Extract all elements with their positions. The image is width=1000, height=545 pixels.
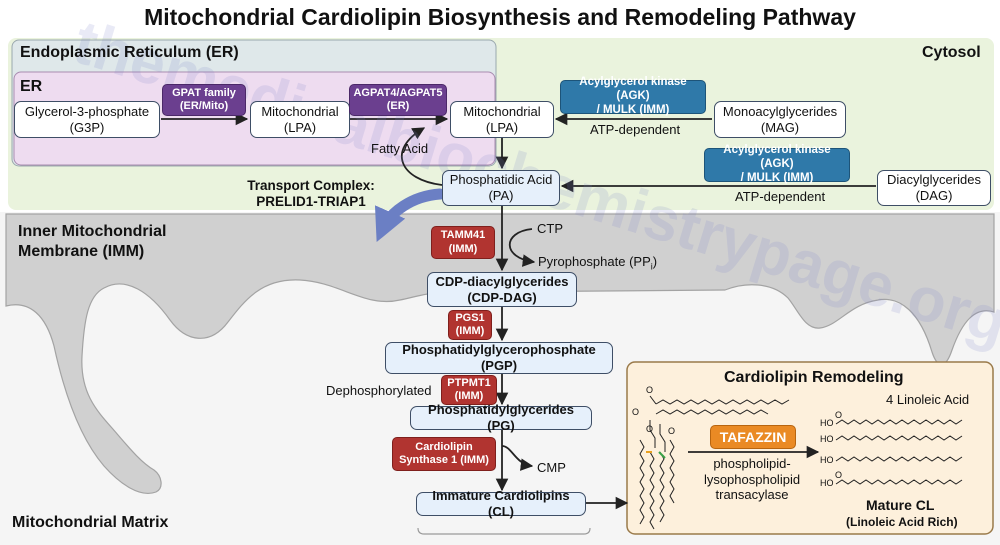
matrix-label: Mitochondrial Matrix	[12, 514, 169, 531]
node-immature-cl: Immature Cardiolipins (CL)	[416, 488, 586, 519]
enzyme-tamm41: TAMM41 (IMM)	[431, 226, 495, 259]
atom-o-1: O	[646, 385, 654, 395]
er-inner-label: ER	[20, 78, 43, 95]
remodeling-panel	[626, 361, 994, 535]
atom-o-4: O	[668, 426, 676, 436]
node-cdp-dag: CDP-diacylglycerides (CDP-DAG)	[427, 272, 577, 307]
er-outer-label: Endoplasmic Reticulum (ER)	[20, 44, 239, 61]
node-mag: Monoacylglycerides (MAG)	[714, 101, 846, 138]
label-linoleic-acid: 4 Linoleic Acid	[886, 392, 970, 407]
label-atp-dependent-1: ATP-dependent	[590, 122, 681, 137]
enzyme-ptpmt1: PTPMT1 (IMM)	[441, 375, 497, 405]
inner-membrane-shape	[5, 213, 995, 494]
arrow-cmp	[501, 445, 534, 471]
arrow-ctp-to-ppi	[508, 228, 536, 267]
bracket-under-cl	[417, 527, 591, 535]
atom-o-2: O	[632, 407, 640, 417]
linoleic-acid-chains	[835, 419, 963, 485]
label-mature-cl-sub: (Linoleic Acid Rich)	[846, 515, 958, 529]
node-g3p: Glycerol-3-phosphate (G3P)	[14, 101, 160, 138]
transport-complex-arrow	[374, 188, 446, 243]
label-mature-cl: Mature CL	[866, 497, 935, 513]
enzyme-agk-mulk-2: Acylglycerol kinase (AGK) / MULK (IMM)	[704, 144, 850, 184]
atom-ho-4: HO	[820, 478, 834, 488]
imm-label: Inner Mitochondrial Membrane (IMM)	[18, 223, 167, 260]
page-title: Mitochondrial Cardiolipin Biosynthesis a…	[144, 4, 856, 30]
enzyme-tafazzin: TAFAZZIN	[710, 425, 796, 449]
label-cmp: CMP	[537, 460, 566, 475]
atom-o-3: O	[646, 424, 654, 434]
node-pg: Phosphatidylglycerides (PG)	[410, 402, 592, 433]
node-mito-lpa-1: Mitochondrial (LPA)	[250, 101, 350, 138]
label-pyrophosphate: Pyrophosphate (PPi)	[538, 254, 658, 272]
immature-cl-structure	[639, 395, 790, 530]
enzyme-crls1: Cardiolipin Synthase 1 (IMM)	[392, 437, 496, 471]
arrow-fatty-acid	[401, 127, 443, 186]
remodeling-title: Cardiolipin Remodeling	[724, 369, 904, 386]
node-pgp: Phosphatidylglycerophosphate (PGP)	[385, 342, 613, 374]
node-mito-lpa-2: Mitochondrial (LPA)	[450, 101, 554, 138]
atom-o-6: O	[835, 470, 843, 480]
atom-ho-1: HO	[820, 418, 834, 428]
label-ctp: CTP	[537, 221, 563, 236]
node-dag: Diacylglycerides (DAG)	[877, 170, 991, 206]
enzyme-pgs1: PGS1 (IMM)	[448, 310, 492, 340]
label-dephosphorylated: Dephosphorylated	[326, 383, 432, 398]
cytosol-label: Cytosol	[922, 44, 981, 61]
atom-ho-3: HO	[820, 455, 834, 465]
enzyme-agpat: AGPAT4/AGPAT5 (ER)	[349, 84, 447, 116]
label-atp-dependent-2: ATP-dependent	[735, 189, 826, 204]
node-pa: Phosphatidic Acid (PA)	[442, 170, 560, 206]
atom-o-5: O	[835, 410, 843, 420]
label-fatty-acid: Fatty Acid	[371, 141, 429, 156]
enzyme-agk-mulk-1: Acylglycerol kinase (AGK) / MULK (IMM)	[560, 76, 706, 116]
atom-ho-2: HO	[820, 434, 834, 444]
label-transacylase: phospholipid- lysophospholipid transacyl…	[703, 456, 801, 503]
label-transport-complex: Transport Complex: PRELID1-TRIAP1	[247, 178, 375, 210]
enzyme-gpat: GPAT family (ER/Mito)	[162, 84, 246, 116]
